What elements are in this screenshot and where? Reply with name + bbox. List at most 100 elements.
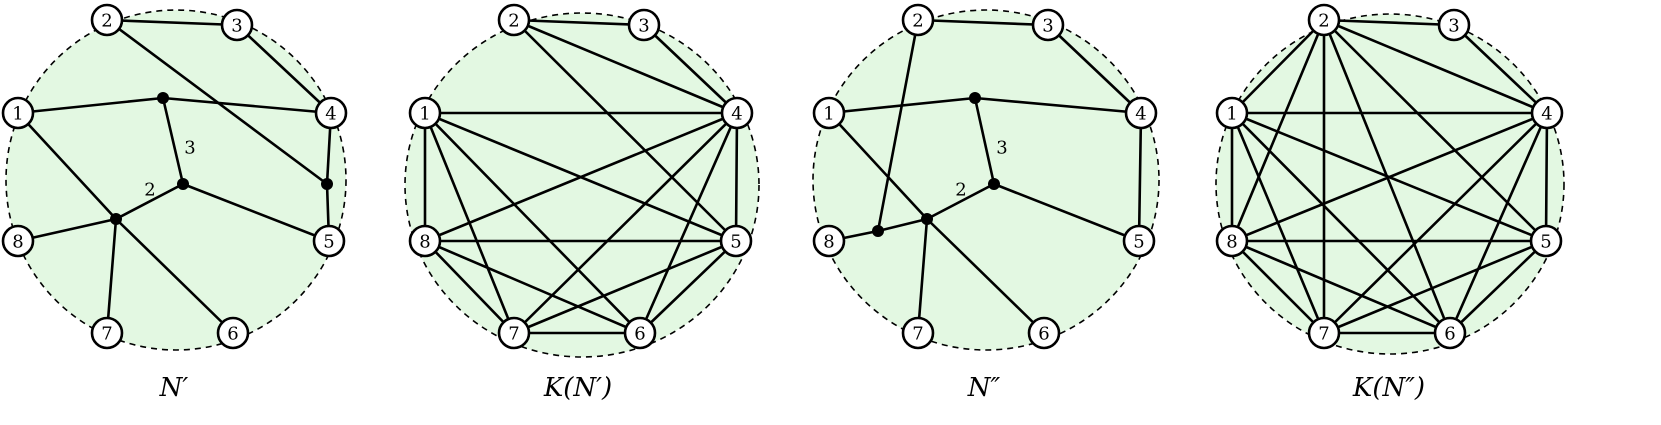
edge-7-c [105, 217, 118, 335]
vertex-1: 1 [1215, 96, 1249, 130]
vertex-label-1: 1 [823, 104, 834, 125]
vertex-label-8: 8 [12, 232, 23, 253]
vertex-label-5: 5 [323, 232, 334, 253]
edge-b-5 [992, 182, 1141, 243]
vertex-4: 4 [1530, 96, 1564, 130]
vertex-label-3: 3 [1042, 16, 1053, 37]
internal-nodes-n-prime [110, 92, 333, 225]
edge-label-b-c: 2 [955, 180, 966, 201]
vertex-label-8: 8 [419, 232, 430, 253]
edge-c-6 [925, 217, 1046, 335]
vertex-label-2: 2 [101, 11, 112, 32]
edge-3-4 [1046, 23, 1143, 115]
internal-node-e [872, 225, 884, 237]
vertex-2: 2 [1307, 3, 1341, 37]
vertex-2: 2 [901, 3, 935, 37]
vertex-label-4: 4 [731, 104, 742, 125]
edge-b-c [925, 182, 996, 221]
vertex-label-2: 2 [508, 11, 519, 32]
vertex-2: 2 [497, 3, 531, 37]
vertex-label-6: 6 [227, 324, 238, 345]
edge-label-a-b: 3 [996, 138, 1007, 159]
vertex-label-7: 7 [101, 324, 112, 345]
edges-n-prime [16, 18, 333, 335]
edge-2-e [876, 18, 920, 233]
edge-4-6 [638, 111, 739, 335]
edge-4-6 [1448, 111, 1549, 335]
vertex-7: 7 [901, 316, 935, 350]
vertex-label-4: 4 [1135, 104, 1146, 125]
edge-7-c [916, 217, 929, 335]
edge-2-5 [512, 18, 738, 243]
edge-1-c [16, 111, 118, 221]
vertex-1: 1 [1, 96, 35, 130]
edge-8-c [16, 217, 118, 243]
edge-4-5 [1137, 111, 1143, 243]
caption-n-prime: N′ [159, 373, 189, 403]
edge-7-8 [423, 239, 516, 335]
vertex-label-6: 6 [1444, 324, 1455, 345]
vertex-3: 3 [220, 8, 254, 42]
vertex-8: 8 [1215, 224, 1249, 258]
internal-node-a [969, 92, 981, 104]
edge-1-2 [1230, 18, 1326, 115]
vertex-label-3: 3 [1448, 16, 1459, 37]
vertex-label-2: 2 [1318, 11, 1329, 32]
vertex-label-4: 4 [325, 104, 336, 125]
edge-5-6 [1448, 239, 1548, 335]
edges-n-double-prime [827, 18, 1143, 335]
edge-2-5 [1322, 18, 1548, 243]
edge-4-8 [423, 111, 739, 243]
edge-2-3 [1322, 18, 1456, 27]
vertex-label-3: 3 [638, 16, 649, 37]
edge-2-d [105, 18, 329, 186]
disk-n-double-prime [812, 9, 1160, 351]
edges-k-n-double-prime [1230, 18, 1549, 335]
vertex-6: 6 [623, 316, 657, 350]
edge-a-4 [161, 96, 333, 115]
vertex-1: 1 [408, 96, 442, 130]
edge-5-7 [1322, 239, 1548, 335]
edge-2-3 [105, 18, 239, 27]
vertex-2: 2 [90, 3, 124, 37]
disk-n-prime [5, 9, 347, 351]
vertex-5: 5 [1529, 224, 1563, 258]
vertex-label-6: 6 [634, 324, 645, 345]
internal-node-c [921, 213, 933, 225]
edge-1-a [16, 96, 165, 115]
vertex-label-6: 6 [1038, 324, 1049, 345]
vertex-1: 1 [812, 96, 846, 130]
vertex-4: 4 [314, 96, 348, 130]
vertex-label-1: 1 [12, 104, 23, 125]
edge-2-4 [512, 18, 739, 115]
internal-node-c [110, 213, 122, 225]
vertex-6: 6 [1027, 316, 1061, 350]
vertex-3: 3 [1031, 8, 1065, 42]
vertex-label-2: 2 [912, 11, 923, 32]
edge-a-b [973, 96, 996, 186]
edge-5-6 [638, 239, 738, 335]
vertex-3: 3 [627, 8, 661, 42]
edge-b-c [114, 182, 185, 221]
internal-nodes-n-double-prime [872, 92, 1000, 237]
edge-4-5 [1544, 111, 1549, 243]
vertex-label-5: 5 [1133, 232, 1144, 253]
internal-node-d [321, 178, 333, 190]
edge-4-5 [734, 111, 739, 243]
edge-b-5 [181, 182, 331, 243]
edge-2-3 [512, 18, 646, 27]
vertex-4: 4 [1124, 96, 1158, 130]
edge-e-c [876, 217, 929, 233]
edge-2-6 [1322, 18, 1452, 335]
vertex-label-1: 1 [1226, 104, 1237, 125]
edges-k-n-prime [423, 18, 739, 335]
edge-a-b [161, 96, 185, 186]
vertex-5: 5 [312, 224, 346, 258]
